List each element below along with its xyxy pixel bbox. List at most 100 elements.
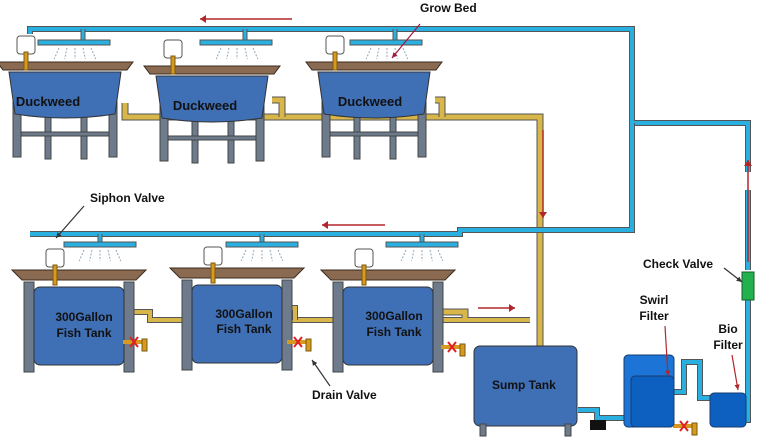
return-pipes (121, 96, 544, 400)
grow-bed-3-siphon-cap (325, 35, 345, 55)
lower-spray-3 (400, 249, 444, 262)
drain-valve-4-spigot (691, 422, 698, 436)
fish-tank-3-label-line2: Fish Tank (366, 325, 421, 339)
sump-to-swirl-pipe (578, 408, 625, 420)
drain-valve-2-spigot (305, 338, 312, 352)
grow-bed-return-pipe (122, 103, 543, 400)
flow-arrow-down-head (539, 212, 547, 218)
bio-filter-body (709, 392, 747, 428)
siphon-valve-pointer (55, 205, 85, 239)
upper-sprinkler-bar-2 (199, 39, 273, 46)
check-valve-label: Check Valve (643, 257, 713, 271)
drain-valve-pointer-head (312, 360, 318, 366)
sump-tank-body (473, 345, 578, 427)
pump (590, 420, 606, 430)
grow-bed-3-rim (305, 61, 443, 71)
sump-tank-label: Sump Tank (492, 378, 556, 392)
upper-sprinkler-bar-3 (349, 39, 423, 46)
grow-bed-2-basin (155, 75, 269, 123)
sump-tank-leg-left (479, 423, 487, 437)
lower-sprinkler-bar-2 (225, 241, 299, 248)
grow-bed-1-label: Duckweed (16, 94, 80, 109)
fish-tank-3-label-line1: 300Gallon (365, 309, 422, 323)
drain-valve-2-x (293, 336, 303, 348)
fish-tank-1-label-line1: 300Gallon (55, 310, 112, 324)
grow-bed-3 (305, 35, 443, 160)
drain-valve-3-spigot (459, 343, 466, 357)
grow-bed-1-siphon-stem (23, 51, 29, 71)
bio-filter-label-line1: Bio (718, 322, 737, 336)
fish-tank-1-rim (10, 269, 148, 281)
fish-tank-2-body (191, 284, 283, 364)
siphon-valve-pointer-head (56, 232, 62, 238)
fish-tank-3 (319, 248, 457, 373)
fish-tank-2-siphon-stem (210, 262, 216, 284)
fish-tank-2-post-right (281, 279, 293, 371)
fish-tank-1-post-left (23, 281, 35, 373)
fish-tank-3-post-left (332, 281, 344, 373)
flow-arrow-up-head (744, 160, 752, 166)
grow-bed-3-basin (317, 71, 431, 119)
fish-tank-1-post-right (123, 281, 135, 373)
grow-bed-3-overflow (435, 97, 445, 117)
lower-sprinkler-bar-3 (385, 241, 459, 248)
sump-tank-leg-right (564, 423, 572, 437)
grow-bed-2-overflow (272, 97, 285, 117)
fish-tank-3-body (342, 286, 434, 366)
fish-tank-2-siphon-cap (203, 246, 223, 266)
fish-tank-3-siphon-cap (354, 248, 374, 268)
fish-tank-2 (168, 246, 306, 371)
grow-bed-2-label: Duckweed (173, 98, 237, 113)
fish-tank-2-post-left (181, 279, 193, 371)
drain-valve-2 (287, 336, 312, 352)
upper-spray-2 (215, 47, 259, 60)
grow-bed-1 (0, 35, 134, 160)
grow-bed-3-label: Duckweed (338, 94, 402, 109)
lower-spray-2 (240, 249, 284, 262)
upper-spray-3 (365, 47, 409, 60)
fish-tank-1-siphon-stem (52, 264, 58, 286)
text-labels: Duckweed Duckweed Duckweed 300Gallon Fis… (16, 1, 743, 402)
equipment (123, 271, 755, 437)
grow-bed-pointer (391, 23, 421, 59)
grow-bed-3-crossbar (329, 131, 419, 137)
bio-filter-pointer (731, 354, 739, 391)
fish-tank-3-siphon-stem (361, 264, 367, 286)
fish-tank-3-post-right (432, 281, 444, 373)
swirl-to-bio-pipe (672, 360, 712, 400)
grow-bed-3-siphon-stem (332, 51, 338, 71)
check-valve-pointer-head (736, 276, 742, 282)
drain-valve-1-spigot (141, 338, 148, 352)
lower-spray-1 (78, 249, 122, 262)
swirl-filter-pointer-head (665, 370, 671, 376)
flow-arrow-middle-head (322, 221, 328, 229)
drain-valve-4 (673, 420, 698, 436)
siphon-valve-label: Siphon Valve (90, 191, 165, 205)
drain-valve-1-x (129, 336, 139, 348)
grow-bed-2-crossbar (167, 135, 257, 141)
swirl-filter-pointer (664, 325, 669, 377)
grow-bed-2-siphon-cap (163, 39, 183, 59)
supply-pipes (27, 26, 751, 423)
fish-tank-3-rim (319, 269, 457, 281)
fish-tank-2-label-line2: Fish Tank (216, 322, 271, 336)
fish-tank-1-siphon-cap (45, 248, 65, 268)
grow-bed-2-siphon-stem (170, 55, 176, 75)
grow-bed-2-rim (143, 65, 281, 75)
bio-filter-label-line2: Filter (713, 338, 743, 352)
fish-tank-3-overflow (433, 309, 468, 318)
grow-bed-callout-label: Grow Bed (420, 1, 477, 15)
upper-supply-pipe (28, 27, 750, 172)
upper-sprinkler-bar-1 (37, 39, 111, 46)
grow-bed-pointer-head (392, 52, 398, 58)
swirl-filter-label-line2: Filter (639, 309, 669, 323)
grow-bed-1-crossbar (20, 131, 110, 137)
fish-tank-1-body (33, 286, 125, 366)
flow-arrows (55, 15, 752, 391)
grow-bed-1-basin (8, 71, 122, 119)
check-valve-body (741, 271, 755, 301)
swirl-filter-label-line1: Swirl (640, 293, 669, 307)
drain-valve-1 (123, 336, 148, 352)
